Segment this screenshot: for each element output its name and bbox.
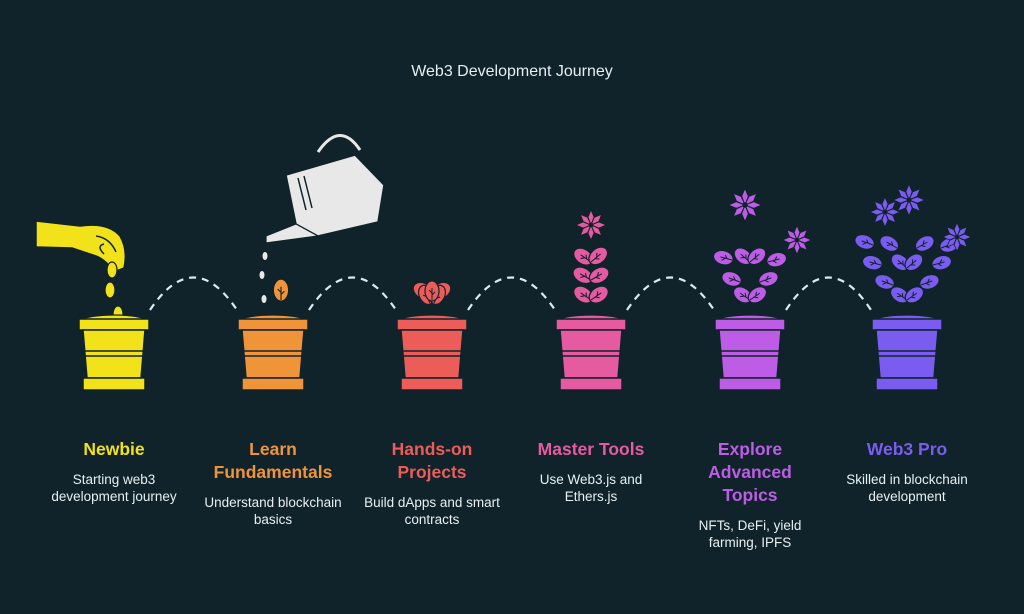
dashed-connector-arc xyxy=(149,276,238,311)
pot-body xyxy=(241,329,305,379)
hand-dropping-seeds-icon xyxy=(35,220,150,391)
stage-description: Skilled in blockchain development xyxy=(846,472,968,504)
flower xyxy=(892,183,926,217)
flower xyxy=(941,221,973,253)
pot-rim xyxy=(555,318,627,331)
young-plant-icon xyxy=(396,280,468,391)
stage-heading: Web3 Pro xyxy=(866,439,948,459)
leaf xyxy=(874,273,895,290)
watering-can-handle xyxy=(316,134,362,153)
full-bloom-plant-icon xyxy=(854,183,973,391)
pot-saucer xyxy=(400,377,464,391)
pot-rim xyxy=(714,318,786,331)
water-drop-icon xyxy=(262,252,268,260)
stage-heading: Learn Fundamentals xyxy=(213,439,333,482)
flower xyxy=(868,195,902,229)
watering-can-sprout-icon xyxy=(237,134,385,391)
pot-body xyxy=(559,329,623,379)
pot-saucer xyxy=(718,377,782,391)
leaf xyxy=(879,235,900,252)
leaf xyxy=(861,254,883,271)
flower xyxy=(574,208,608,242)
leaf xyxy=(573,247,594,266)
seed-icon xyxy=(104,281,116,299)
dashed-connector-arc xyxy=(467,276,556,311)
pot-saucer xyxy=(241,377,305,391)
diagram-title: Web3 Development Journey xyxy=(411,63,613,80)
leaf xyxy=(721,270,742,287)
leaf xyxy=(758,270,779,287)
watering-can-spout xyxy=(265,223,320,244)
pot-saucer xyxy=(82,377,146,391)
seed-icon xyxy=(106,261,118,279)
pot-band xyxy=(562,350,620,357)
flower xyxy=(727,187,763,223)
pot-body xyxy=(82,329,146,379)
leaf xyxy=(854,233,875,250)
leaf xyxy=(914,235,935,252)
leaf xyxy=(588,246,609,266)
stage-description: Starting web3 development journey xyxy=(51,472,177,504)
pot-band xyxy=(244,350,302,357)
pot-body xyxy=(875,329,939,379)
stage-description: Build dApps and smart contracts xyxy=(364,495,500,527)
leaf xyxy=(904,253,924,272)
leaf xyxy=(931,254,953,271)
pot-body xyxy=(400,329,464,379)
leaf xyxy=(424,280,440,302)
water-drop-icon xyxy=(259,271,265,279)
pot-rim xyxy=(871,318,943,331)
leaf xyxy=(588,285,609,304)
hand-icon xyxy=(35,220,127,273)
dashed-connector-arc xyxy=(626,276,715,311)
pot-rim xyxy=(396,318,468,331)
stage-heading: Explore Advanced Topics xyxy=(708,439,792,505)
stage-heading: Master Tools xyxy=(537,439,645,459)
pot-body xyxy=(718,329,782,379)
pot-band xyxy=(403,350,461,357)
pot-band xyxy=(721,350,779,357)
stage-description: Understand blockchain basics xyxy=(204,495,342,527)
dashed-connector-arc xyxy=(785,276,872,311)
pot-band xyxy=(878,350,936,357)
leaf xyxy=(766,251,788,268)
pot-rim xyxy=(237,318,309,331)
pot-band xyxy=(85,350,143,357)
water-drop-icon xyxy=(261,295,267,303)
flowering-plant-icon xyxy=(555,208,627,391)
flower xyxy=(781,224,813,256)
leaf xyxy=(889,286,910,304)
blooming-plant-icon xyxy=(712,187,813,391)
leaf xyxy=(747,247,767,266)
leaf xyxy=(712,249,734,266)
leaf xyxy=(272,278,290,302)
leaf xyxy=(573,285,594,304)
leaf xyxy=(919,273,940,290)
stage-heading: Hands-on Projects xyxy=(391,439,473,482)
leaf xyxy=(588,266,610,285)
pot-saucer xyxy=(559,377,623,391)
leaf xyxy=(904,286,925,304)
stage-heading: Newbie xyxy=(83,439,145,459)
stage-description: Use Web3.js and Ethers.js xyxy=(539,472,643,504)
stage-description: NFTs, DeFi, yield farming, IPFS xyxy=(698,518,802,550)
pot-rim xyxy=(78,318,150,331)
dashed-connector-arc xyxy=(308,276,397,311)
leaf xyxy=(747,286,768,304)
pot-saucer xyxy=(875,377,939,391)
watering-can-icon xyxy=(285,154,385,237)
